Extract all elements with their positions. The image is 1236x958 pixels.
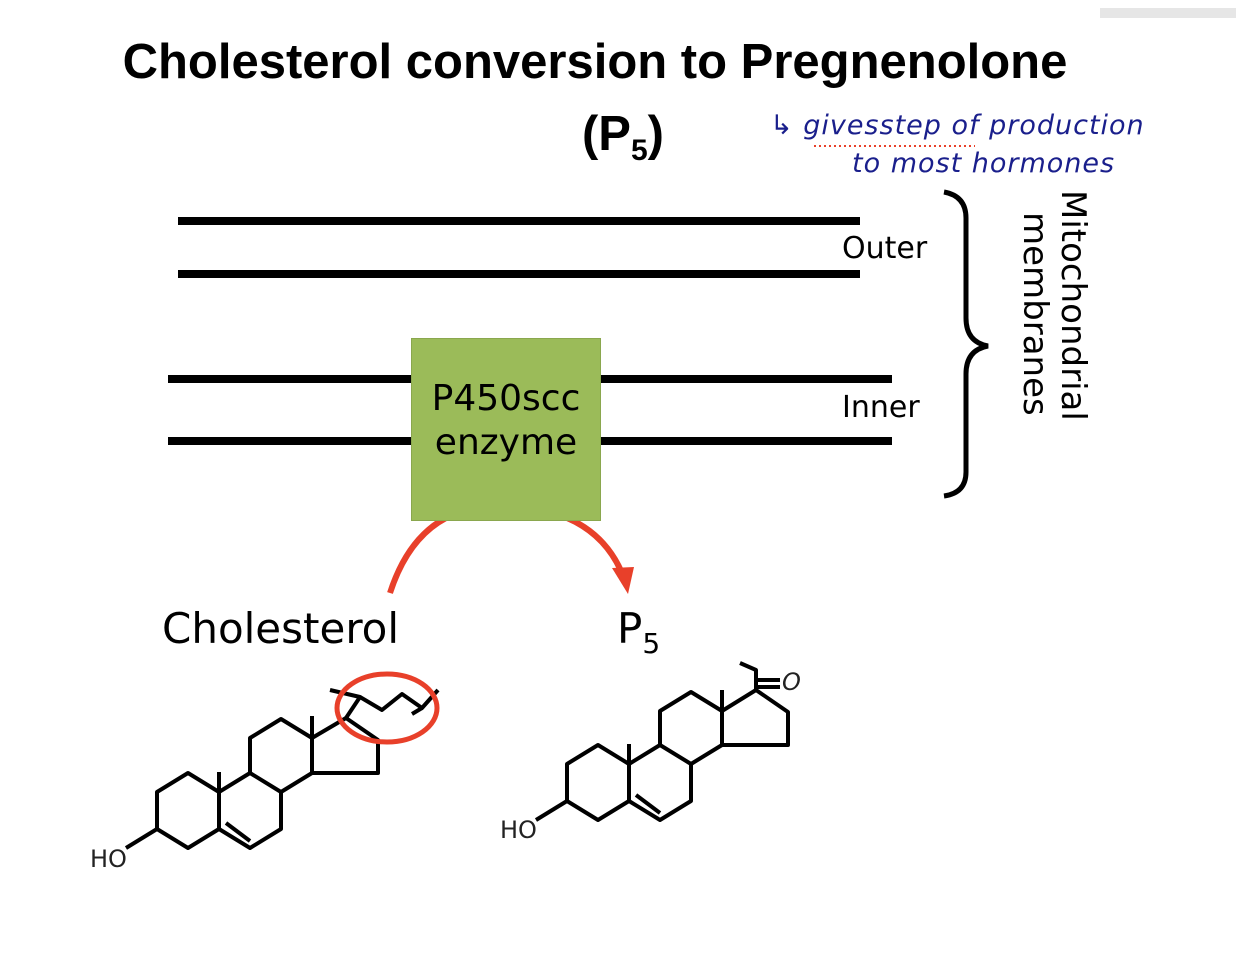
p5-ring-a xyxy=(565,743,631,822)
chol-side-chain-3 xyxy=(410,706,424,716)
product-subscript: 5 xyxy=(642,627,661,660)
chol-ring-b xyxy=(217,771,283,850)
membranes-label: membranes xyxy=(1015,212,1055,416)
p5-ring-b xyxy=(627,743,693,822)
membrane-group-label: Mitochondrial membranes xyxy=(1015,190,1093,421)
p5-carbonyl xyxy=(756,678,780,689)
p5-ring-d xyxy=(720,688,790,747)
p5-ring-c xyxy=(658,690,724,766)
enzyme-name: P450scc xyxy=(431,378,581,419)
brace xyxy=(943,189,989,499)
subtitle-end: ) xyxy=(647,107,664,161)
outer-membrane-label: Outer xyxy=(842,231,928,266)
pregnenolone-ho-label: HO xyxy=(500,816,537,844)
handwritten-note-line-1: ↳ givesstep of production xyxy=(770,110,1145,141)
mitochondrial-label: Mitochondrial xyxy=(1053,190,1093,421)
pregnenolone-structure xyxy=(534,661,790,822)
handwritten-note-line-2: to most hormones xyxy=(852,148,1116,179)
reaction-arrowhead xyxy=(612,567,634,594)
p5-double-bond xyxy=(634,793,662,815)
side-chain-highlight-circle xyxy=(334,671,440,745)
p450scc-enzyme-box: P450scc enzyme xyxy=(411,338,601,521)
product-main: P xyxy=(617,604,643,653)
chol-ring-a xyxy=(155,771,221,850)
slide-subtitle: (P5) xyxy=(28,106,1218,168)
chol-double-bond xyxy=(224,821,252,843)
chol-ring-c xyxy=(248,717,314,794)
subtitle-main: (P xyxy=(581,107,631,161)
cholesterol-label: Cholesterol xyxy=(162,604,400,653)
pregnenolone-label: P5 xyxy=(617,604,660,660)
p5-oh-bond xyxy=(534,799,569,822)
chol-oh-bond xyxy=(124,827,159,850)
subtitle-subscript: 5 xyxy=(630,134,648,167)
pregnenolone-o-label: O xyxy=(782,668,801,696)
corner-bar xyxy=(1100,8,1236,18)
chol-side-chain-1 xyxy=(329,688,362,720)
cholesterol-structure xyxy=(124,688,440,850)
chol-side-chain-2 xyxy=(358,688,440,712)
enzyme-label: enzyme xyxy=(434,422,578,463)
p5-acetyl xyxy=(739,661,758,690)
slide-title: Cholesterol conversion to Pregnenolone xyxy=(122,35,1068,89)
cholesterol-ho-label: HO xyxy=(90,845,127,873)
inner-membrane-label: Inner xyxy=(842,390,920,425)
